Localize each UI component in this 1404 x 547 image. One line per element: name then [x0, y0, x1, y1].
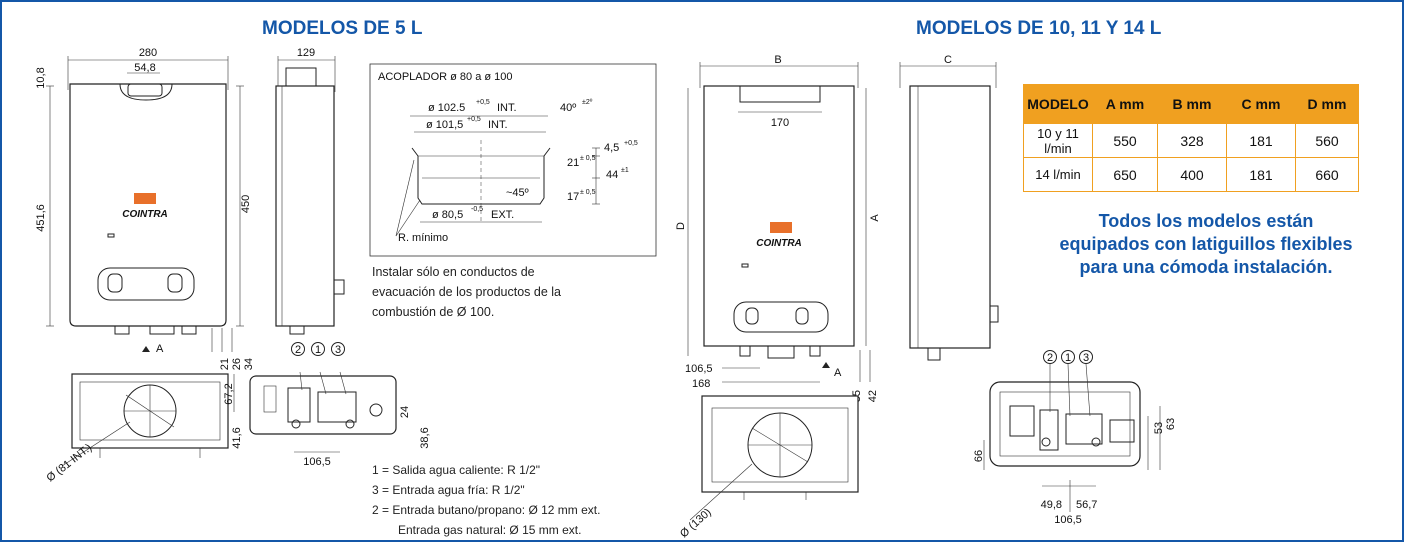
table-row: 14 l/min 650 400 181 660	[1023, 157, 1359, 192]
view-arrow-a: A	[156, 343, 164, 355]
svg-text:-0,5: -0,5	[471, 206, 483, 213]
svg-text:ø 80,5: ø 80,5	[432, 209, 463, 221]
dim-dia-130: Ø (130)	[678, 506, 714, 540]
equipment-note: Todos los modelos están equipados con la…	[1059, 211, 1353, 277]
svg-text:66: 66	[973, 450, 985, 462]
svg-text:106,5: 106,5	[303, 456, 331, 468]
svg-text:ø 102.5: ø 102.5	[428, 102, 465, 114]
svg-text:ø 101,5: ø 101,5	[426, 119, 463, 131]
svg-text:49,8: 49,8	[1041, 499, 1062, 511]
connection-legend: 1 = Salida agua caliente: R 1/2" 3 = Ent…	[372, 460, 600, 540]
callout-1: 1	[315, 344, 321, 356]
legend-item-1: 1 = Salida agua caliente: R 1/2"	[372, 463, 541, 477]
callout-2: 2	[295, 344, 301, 356]
svg-text:44: 44	[606, 169, 618, 181]
legend-item-gas: Entrada gas natural: Ø 15 mm ext.	[398, 523, 582, 537]
legend-item-2: 2 = Entrada butano/propano: Ø 12 mm ext.	[372, 503, 601, 517]
svg-text:63: 63	[1165, 418, 1177, 430]
heading-10-11-14l-models: MODELOS DE 10, 11 Y 14 L	[916, 18, 1162, 39]
left-front-view: 280 54,8 451,6 10,8 450 COINTRA 21 26 34…	[35, 47, 255, 370]
dim-21: 21	[219, 358, 231, 370]
svg-text:106,5: 106,5	[1054, 514, 1082, 526]
heading-5l-models: MODELOS DE 5 L	[262, 18, 423, 39]
svg-text:~45º: ~45º	[506, 187, 529, 199]
col-b: B mm	[1157, 84, 1227, 124]
legend-item-3: 3 = Entrada agua fría: R 1/2"	[372, 483, 525, 497]
table-header-row: MODELO A mm B mm C mm D mm	[1023, 84, 1359, 124]
logo-accent	[134, 193, 156, 204]
svg-text:53: 53	[1153, 422, 1165, 434]
dim-dia-81: Ø (81 INT.)	[44, 442, 94, 485]
dim-depth-129: 129	[297, 47, 315, 59]
dim-height-4516: 451,6	[35, 204, 47, 232]
dim-34: 34	[243, 358, 255, 370]
dim-width-280: 280	[139, 47, 157, 59]
right-front-view: B 170 D A COINTRA 106,5 168 A 35 42	[675, 54, 881, 402]
dim-height-450: 450	[240, 195, 252, 213]
models-dimension-table: MODELO A mm B mm C mm D mm 10 y 11 l/min…	[1023, 84, 1359, 192]
coupler-radius: R. mínimo	[398, 232, 448, 244]
col-d: D mm	[1295, 84, 1359, 124]
svg-text:±1: ±1	[621, 167, 629, 174]
left-side-view: 129	[275, 47, 345, 335]
svg-text:106,5: 106,5	[685, 363, 713, 375]
svg-text:38,6: 38,6	[419, 427, 431, 448]
table-row: 10 y 11 l/min 550 328 181 560	[1023, 123, 1359, 158]
dim-26: 26	[231, 358, 243, 370]
col-a: A mm	[1092, 84, 1158, 124]
svg-text:A: A	[834, 367, 842, 379]
svg-text:+0,5: +0,5	[467, 116, 481, 123]
dim-c: C	[944, 54, 952, 66]
svg-text:±2º: ±2º	[582, 99, 593, 106]
svg-text:± 0,5: ± 0,5	[580, 155, 596, 162]
dim-d: D	[675, 222, 687, 230]
svg-text:40º: 40º	[560, 102, 576, 114]
svg-text:± 0,5: ± 0,5	[580, 189, 596, 196]
svg-text:56,7: 56,7	[1076, 499, 1097, 511]
svg-text:168: 168	[692, 378, 710, 390]
svg-text:21: 21	[567, 157, 579, 169]
callout-3: 3	[335, 344, 341, 356]
col-modelo: MODELO	[1023, 84, 1093, 124]
svg-text:INT.: INT.	[488, 119, 508, 131]
dim-top-offset: 10,8	[35, 67, 47, 88]
svg-text:+0,5: +0,5	[476, 99, 490, 106]
svg-text:3: 3	[1083, 352, 1089, 364]
right-bottom-view: Ø (130)	[678, 395, 859, 540]
dim-672: 67,2	[223, 383, 235, 404]
svg-text:42: 42	[867, 390, 879, 402]
svg-text:1: 1	[1065, 352, 1071, 364]
col-c: C mm	[1226, 84, 1296, 124]
left-bottom-view: 67,2 Ø (81 INT.)	[44, 373, 235, 485]
svg-text:41,6: 41,6	[231, 427, 243, 448]
svg-text:EXT.: EXT.	[491, 209, 514, 221]
dim-170: 170	[771, 117, 789, 129]
right-side-view: C	[899, 54, 999, 361]
dim-a: A	[869, 214, 881, 222]
svg-text:INT.: INT.	[497, 102, 517, 114]
svg-text:+0,5: +0,5	[624, 140, 638, 147]
svg-text:2: 2	[1047, 352, 1053, 364]
left-connections-view: 2 1 3 24 41,6 38,6 106,5	[231, 342, 431, 468]
dim-spacing-548: 54,8	[134, 62, 155, 74]
svg-text:17: 17	[567, 191, 579, 203]
right-connections-view: 2 1 3 53 63 66 49,8 56,7 106,5	[973, 350, 1177, 526]
svg-text:4,5: 4,5	[604, 142, 619, 154]
coupler-detail: ACOPLADOR ø 80 a ø 100 ø 102.5 +0,5 INT.…	[369, 63, 657, 257]
coupler-title: ACOPLADOR ø 80 a ø 100	[378, 71, 513, 83]
install-note: Instalar sólo en conductos de evacuación…	[372, 265, 562, 319]
brand-logo-right: COINTRA	[756, 238, 802, 249]
brand-logo: COINTRA	[122, 209, 168, 220]
svg-text:24: 24	[399, 406, 411, 418]
dim-b: B	[774, 54, 781, 66]
